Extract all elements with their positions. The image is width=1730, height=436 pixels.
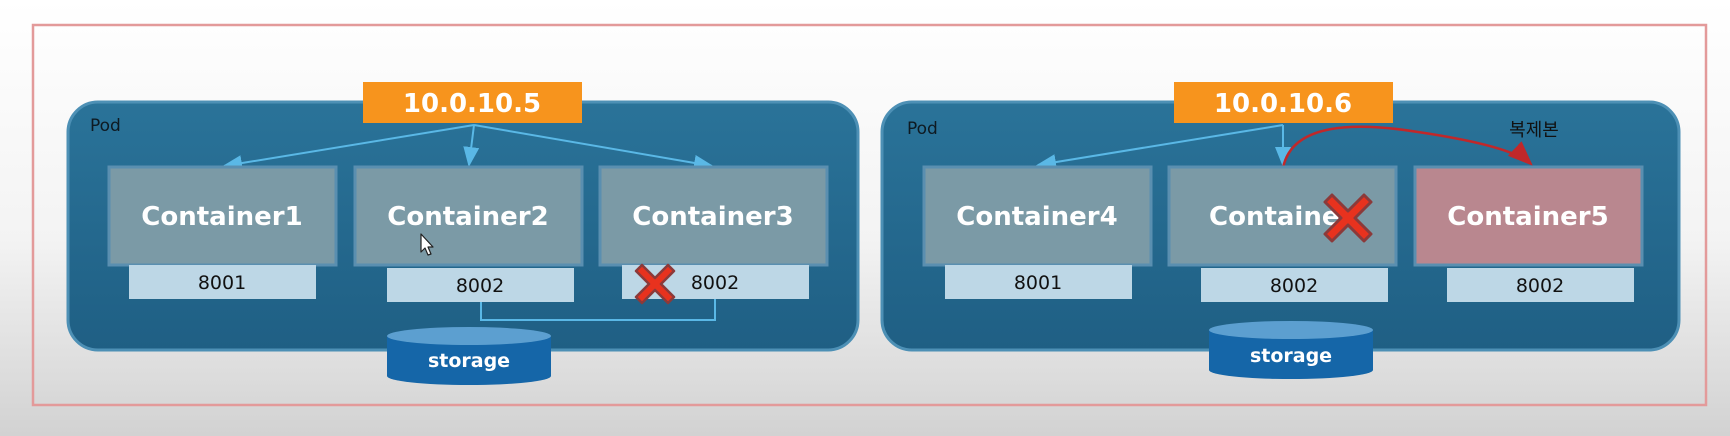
pod-2-ip-badge (1174, 82, 1393, 123)
storage-1-label: storage (428, 350, 510, 372)
port-2-label: 8002 (456, 275, 504, 297)
port-4-box (945, 265, 1132, 299)
container-4-box (922, 165, 1153, 267)
mouse-cursor-icon (420, 233, 434, 256)
container-failed-name: Containe (1209, 202, 1339, 232)
pod-2-arrow-1 (1036, 124, 1284, 170)
pod-2: Pod 복제본 10.0.10.6 Container4 Containe Co… (880, 82, 1681, 379)
port-4-label: 8001 (1014, 272, 1062, 294)
pod-2-ip-arrows (1036, 124, 1291, 170)
pod-1-ip-label: 10.0.10.5 (403, 89, 541, 119)
pod-1-port-connector (480, 299, 716, 321)
pod-1-ip-arrows (222, 124, 714, 171)
pod-2-storage: storage (1209, 321, 1373, 379)
container-1-box (107, 165, 338, 267)
pod-2-ip-label: 10.0.10.6 (1214, 89, 1352, 119)
port-6-box (1447, 268, 1634, 302)
fail-x-icon (634, 263, 676, 305)
container-2-box (353, 165, 584, 267)
storage-1-cylinder (387, 336, 551, 385)
container-5-box (1413, 165, 1644, 267)
port-2-box (387, 268, 574, 302)
container-4-name: Container4 (956, 202, 1117, 232)
pod-1-title: Pod (90, 116, 121, 136)
storage-2-cylinder (1209, 330, 1373, 379)
container-1-name: Container1 (141, 202, 302, 232)
storage-2-label: storage (1250, 345, 1332, 367)
port-5-box (1201, 268, 1388, 302)
replica-label: 복제본 (1509, 120, 1559, 141)
container-3-name: Container3 (632, 202, 793, 232)
pod-1-ip-badge (363, 82, 582, 123)
storage-2-top (1209, 321, 1373, 339)
port-1-label: 8001 (198, 272, 246, 294)
storage-1-top (387, 327, 551, 345)
port-6-label: 8002 (1516, 275, 1564, 297)
port-1-box (129, 265, 316, 299)
port-3-label: 8002 (691, 272, 739, 294)
container-3-box (598, 165, 829, 267)
pod-1: Pod 10.0.10.5 Container1 Container2 Cont… (66, 82, 860, 385)
pod-1-arrow-1 (222, 124, 475, 171)
replica-arrow (1281, 125, 1533, 169)
pod-2-title: Pod (907, 119, 938, 139)
container-failed-box (1167, 165, 1398, 267)
pod-1-storage: storage (387, 327, 551, 385)
port-5-label: 8002 (1270, 275, 1318, 297)
container-2-name: Container2 (387, 202, 548, 232)
pod-1-arrow-2 (463, 124, 480, 167)
outer-frame (31, 23, 1708, 407)
fail-x-icon (1323, 193, 1373, 243)
pod-1-arrow-3 (473, 124, 714, 171)
container-5-name: Container5 (1447, 202, 1608, 232)
